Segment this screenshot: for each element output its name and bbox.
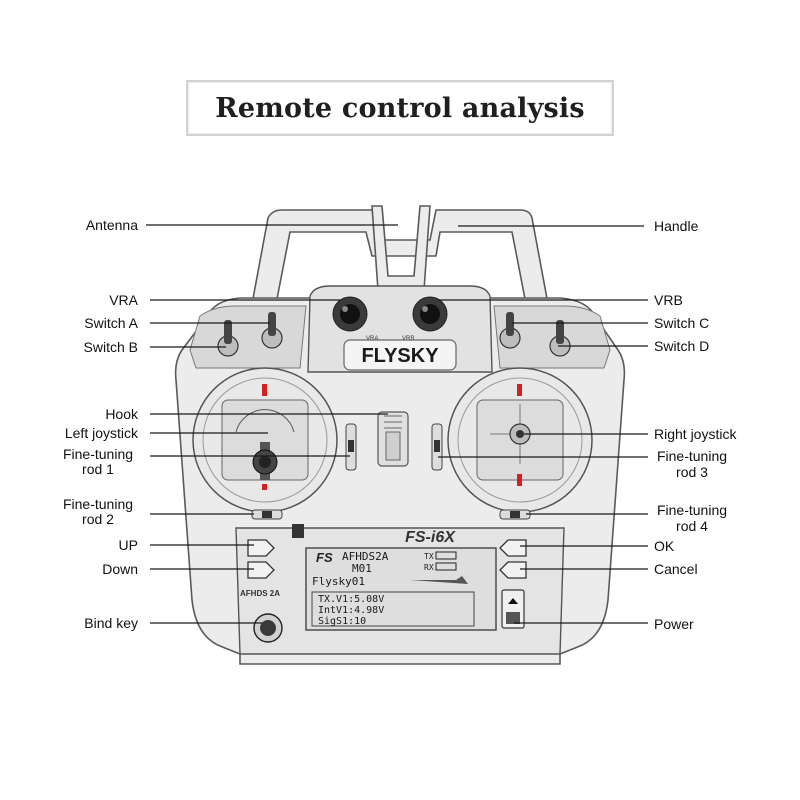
label-cancel: Cancel bbox=[654, 561, 698, 577]
label-power: Power bbox=[654, 616, 694, 632]
fine-tuning-rod-3[interactable] bbox=[431, 423, 443, 471]
cancel-button[interactable] bbox=[499, 561, 527, 579]
handle bbox=[251, 209, 549, 305]
labels-left: Antenna VRA Switch A Switch B Hook Left … bbox=[63, 217, 139, 631]
lcd-tx-label: TX bbox=[424, 552, 434, 561]
label-left-joystick: Left joystick bbox=[65, 425, 139, 441]
label-fine-tuning-1-line2: rod 1 bbox=[82, 461, 114, 477]
labels-right: Handle VRB Switch C Switch D Right joyst… bbox=[654, 218, 737, 632]
model-name: FS-i6X bbox=[405, 529, 456, 546]
label-handle: Handle bbox=[654, 218, 699, 234]
label-fine-tuning-2-line2: rod 2 bbox=[82, 511, 114, 527]
ok-button[interactable] bbox=[499, 539, 527, 557]
switch-a[interactable] bbox=[261, 312, 283, 349]
label-switch-c: Switch C bbox=[654, 315, 709, 331]
right-top-mark bbox=[517, 384, 522, 396]
bind-key[interactable] bbox=[253, 613, 283, 643]
switch-c[interactable] bbox=[499, 312, 521, 349]
label-fine-tuning-1-line1: Fine-tuning bbox=[63, 446, 133, 462]
side-label: AFHDS 2A bbox=[240, 589, 280, 598]
left-gimbal bbox=[192, 367, 338, 513]
brand-badge: FLYSKY bbox=[343, 339, 457, 371]
up-button[interactable] bbox=[247, 539, 275, 557]
lcd-model-name: Flysky01 bbox=[312, 575, 365, 588]
lcd-protocol: AFHDS2A bbox=[342, 550, 389, 563]
label-vrb: VRB bbox=[654, 292, 683, 308]
label-switch-d: Switch D bbox=[654, 338, 709, 354]
vrb-small-label: VRB bbox=[402, 336, 414, 342]
lcd-signal: SigS1:10 bbox=[318, 616, 366, 627]
lcd-model-slot: M01 bbox=[352, 562, 372, 575]
fine-tuning-rod-4[interactable] bbox=[499, 509, 531, 520]
right-bottom-mark bbox=[517, 474, 522, 486]
label-fine-tuning-3-line2: rod 3 bbox=[676, 464, 708, 480]
power-switch[interactable] bbox=[501, 589, 525, 629]
vrb-knob[interactable] bbox=[412, 296, 448, 332]
vra-knob[interactable] bbox=[332, 296, 368, 332]
label-antenna: Antenna bbox=[86, 217, 138, 233]
down-button[interactable] bbox=[247, 561, 275, 579]
fine-tuning-rod-1[interactable] bbox=[345, 423, 357, 471]
label-fine-tuning-2-line1: Fine-tuning bbox=[63, 496, 133, 512]
label-fine-tuning-4-line1: Fine-tuning bbox=[657, 502, 727, 518]
label-switch-b: Switch B bbox=[84, 339, 138, 355]
title-box: Remote control analysis bbox=[186, 80, 614, 136]
hook bbox=[377, 411, 409, 467]
leader-lines-right bbox=[438, 225, 648, 624]
left-bottom-mark bbox=[262, 484, 267, 490]
label-bind-key: Bind key bbox=[84, 615, 138, 631]
lcd-int-voltage: IntV1:4.98V bbox=[318, 605, 384, 616]
vra-small-label: VRA bbox=[366, 336, 378, 342]
left-top-mark bbox=[262, 384, 267, 396]
lcd-rx-label: RX bbox=[424, 563, 434, 572]
right-joystick[interactable] bbox=[509, 423, 531, 445]
label-switch-a: Switch A bbox=[84, 315, 138, 331]
label-fine-tuning-4-line2: rod 4 bbox=[676, 518, 708, 534]
label-fine-tuning-3-line1: Fine-tuning bbox=[657, 448, 727, 464]
brand-name: FLYSKY bbox=[361, 345, 439, 367]
diagram-title: Remote control analysis bbox=[215, 92, 585, 124]
label-right-joystick: Right joystick bbox=[654, 426, 737, 442]
label-hook: Hook bbox=[105, 406, 139, 422]
fine-tuning-rod-2[interactable] bbox=[251, 509, 283, 520]
tx-battery-icon bbox=[435, 551, 457, 560]
label-down: Down bbox=[102, 561, 138, 577]
label-vra: VRA bbox=[109, 292, 138, 308]
lcd-tx-voltage: TX.V1:5.08V bbox=[318, 594, 384, 605]
rx-battery-icon bbox=[435, 562, 457, 571]
label-up: UP bbox=[119, 537, 138, 553]
lcd-logo-icon: FS bbox=[316, 550, 333, 565]
label-ok: OK bbox=[654, 538, 675, 554]
leader-lines-left bbox=[146, 224, 398, 624]
switch-b[interactable] bbox=[217, 320, 239, 357]
lcd-screen: FS AFHDS2A M01 TX RX Flysky01 TX.V1:5.08… bbox=[305, 547, 497, 631]
plane-icon bbox=[410, 576, 468, 584]
